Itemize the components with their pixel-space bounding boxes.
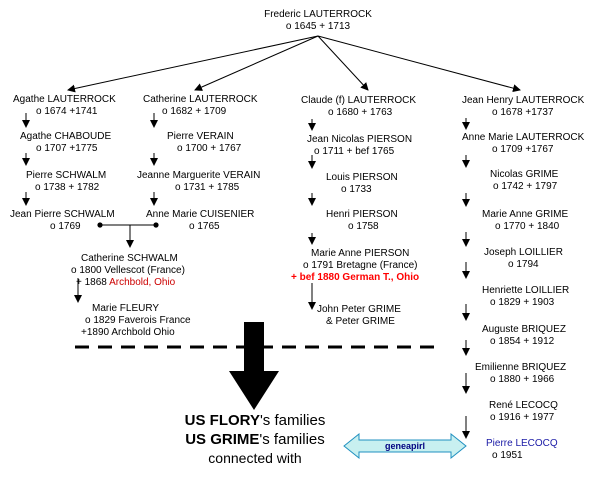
person-b3-1: Jean Nicolas PIERSON o 1711 + bef 1765 <box>307 134 413 157</box>
death-note: + bef 1880 German T., Ohio <box>291 272 420 283</box>
person-b4-5: Henriette LOILLIER o 1829 + 1903 <box>482 285 570 308</box>
place-archbold-ohio: Archbold, Ohio <box>109 277 176 288</box>
person-b4-9: Pierre LECOCQ o 1951 <box>486 438 558 461</box>
root-arrow-branch2 <box>194 35 319 91</box>
person-b1-2: Pierre SCHWALM o 1738 + 1782 <box>26 170 107 193</box>
big-down-arrow <box>229 322 279 410</box>
person-b2-3: Anne Marie CUISENIER o 1765 <box>146 209 255 232</box>
person-b2-1: Pierre VERAIN o 1700 + 1767 <box>167 131 242 154</box>
caption-flory: US FLORY's families <box>184 412 326 429</box>
person-b1-3: Jean Pierre SCHWALM o 1769 <box>10 209 115 232</box>
badge-label: geneapirl <box>384 441 425 451</box>
person-marie-fleury: Marie FLEURY o 1829 Faverois France +189… <box>81 303 191 338</box>
geneapirl-badge[interactable]: geneapirl <box>343 432 467 460</box>
caption-connected: connected with <box>208 450 302 466</box>
root-arrow-branch1 <box>67 35 319 93</box>
root-person: Frederic LAUTERROCK o 1645 + 1713 <box>264 9 372 32</box>
root-arrow-branch4 <box>317 35 521 93</box>
person-b4-0: Jean Henry LAUTERROCK o 1678 +1737 <box>462 95 585 118</box>
person-b2-0: Catherine LAUTERROCK o 1682 + 1709 <box>143 94 258 117</box>
person-b4-2: Nicolas GRIME o 1742 + 1797 <box>490 169 559 192</box>
person-b3-4: Marie Anne PIERSON o 1791 Bretagne (Fran… <box>291 248 420 283</box>
person-b1-1: Agathe CHABOUDE o 1707 +1775 <box>20 131 112 154</box>
caption-grime: US GRIME's families <box>185 431 325 448</box>
person-b3-0: Claude (f) LAUTERROCK o 1680 + 1763 <box>301 95 417 118</box>
root-arrow-branch3 <box>317 35 369 91</box>
person-b4-6: Auguste BRIQUEZ o 1854 + 1912 <box>482 324 566 347</box>
person-b3-end: John Peter GRIME & Peter GRIME <box>317 304 401 327</box>
person-b4-7: Emilienne BRIQUEZ o 1880 + 1966 <box>475 362 567 385</box>
person-b4-8: René LECOCQ o 1916 + 1977 <box>489 400 558 423</box>
person-b4-4: Joseph LOILLIER o 1794 <box>484 247 563 270</box>
person-b1-0: Agathe LAUTERROCK o 1674 +1741 <box>13 94 116 117</box>
person-b2-2: Jeanne Marguerite VERAIN o 1731 + 1785 <box>137 170 261 193</box>
person-b4-1: Anne Marie LAUTERROCK o 1709 +1767 <box>462 132 585 155</box>
double-arrow-icon <box>343 432 467 460</box>
person-b4-3: Marie Anne GRIME o 1770 + 1840 <box>482 209 569 232</box>
person-b3-2: Louis PIERSON o 1733 <box>326 172 398 195</box>
person-catherine-schwalm: Catherine SCHWALM o 1800 Vellescot (Fran… <box>71 253 185 288</box>
person-b3-3: Henri PIERSON o 1758 <box>326 209 398 232</box>
